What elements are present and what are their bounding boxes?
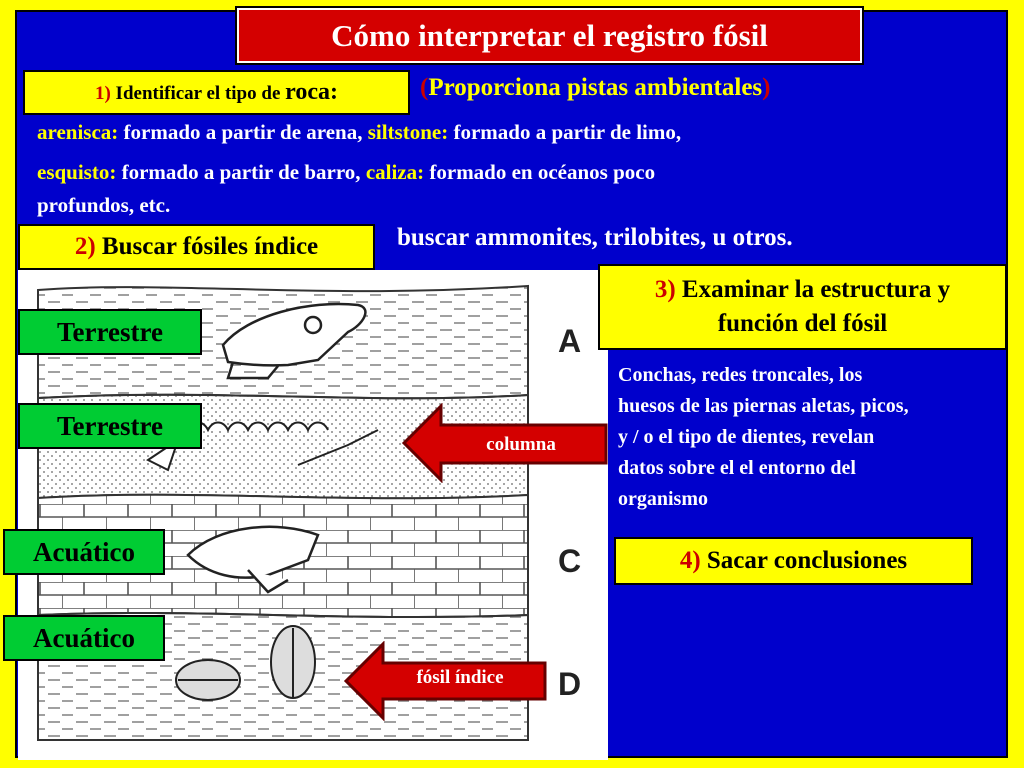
arrow-left-icon	[401, 403, 608, 483]
environment-label-a: Terrestre	[18, 309, 202, 355]
step-3-description: Conchas, redes troncales, los huesos de …	[618, 364, 909, 510]
layer-letter-a: A	[558, 323, 581, 359]
step-1-label-big: roca:	[285, 79, 339, 105]
layer-letter-c: C	[558, 543, 581, 579]
step-1-label: Identificar el tipo de	[115, 83, 281, 104]
rock-line-3: profundos, etc.	[37, 193, 171, 217]
arrow-label-index-fossil: fósil índice	[416, 667, 504, 688]
skull-fossil-icon	[221, 302, 367, 380]
rock-line-1: arenisca: formado a partir de arena, sil…	[37, 120, 682, 144]
arrow-left-icon	[343, 641, 547, 721]
trilobite-fossil-icon	[175, 625, 316, 701]
environment-label-c: Acuático	[3, 529, 165, 575]
step-2-box: 2) Buscar fósiles índice	[18, 224, 375, 270]
step-1-number: 1)	[94, 83, 111, 104]
environmental-clues: (Proporciona pistas ambientales)	[420, 74, 771, 101]
search-index-fossils: buscar ammonites, trilobites, u otros.	[397, 224, 793, 251]
environment-label-d: Acuático	[3, 615, 165, 661]
environment-label-b: Terrestre	[18, 403, 202, 449]
fish-fossil-icon	[186, 525, 320, 594]
layer-letter-d: D	[558, 666, 581, 702]
step-4-box: 4) Sacar conclusiones	[614, 537, 973, 585]
rock-line-2: esquisto: formado a partir de barro, cal…	[37, 160, 656, 184]
step-1-box: 1) Identificar el tipo de roca:	[23, 70, 410, 115]
page-title: Cómo interpretar el registro fósil	[237, 8, 862, 63]
arrow-label-column: columna	[486, 434, 556, 455]
